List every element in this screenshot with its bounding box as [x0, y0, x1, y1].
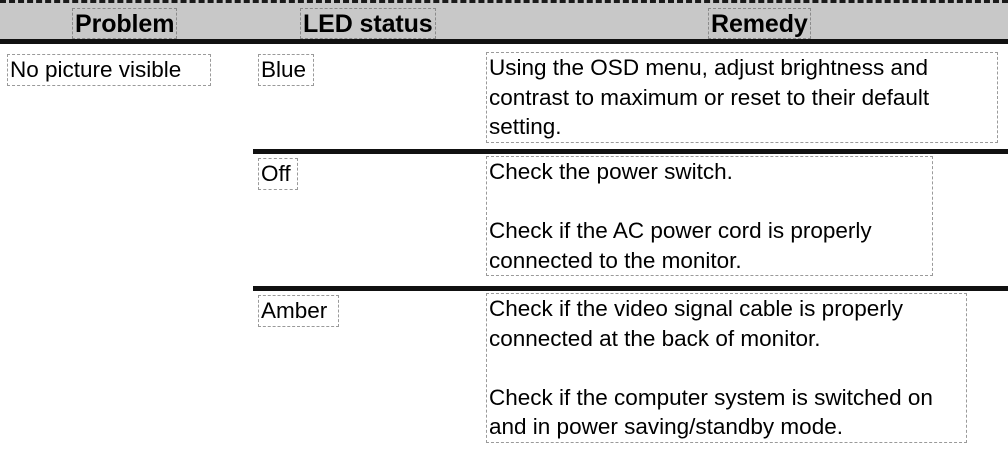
row-divider: [253, 286, 1008, 291]
row-divider: [253, 149, 1008, 154]
cell-remedy: Using the OSD menu, adjust brightness an…: [486, 52, 998, 143]
table-body: No picture visible Blue Off Amber Using …: [0, 44, 1008, 452]
cell-led-status: Amber: [258, 295, 339, 327]
cell-led-status: Off: [258, 158, 298, 190]
cell-remedy: Check if the video signal cable is prope…: [486, 293, 967, 443]
cell-problem: No picture visible: [7, 54, 211, 86]
cell-led-status: Blue: [258, 54, 314, 86]
cell-remedy: Check the power switch. Check if the AC …: [486, 156, 933, 276]
column-header-led-status: LED status: [300, 8, 436, 39]
table-header-row: Problem LED status Remedy: [0, 0, 1008, 44]
column-header-problem: Problem: [72, 8, 178, 39]
column-header-remedy: Remedy: [708, 8, 811, 39]
